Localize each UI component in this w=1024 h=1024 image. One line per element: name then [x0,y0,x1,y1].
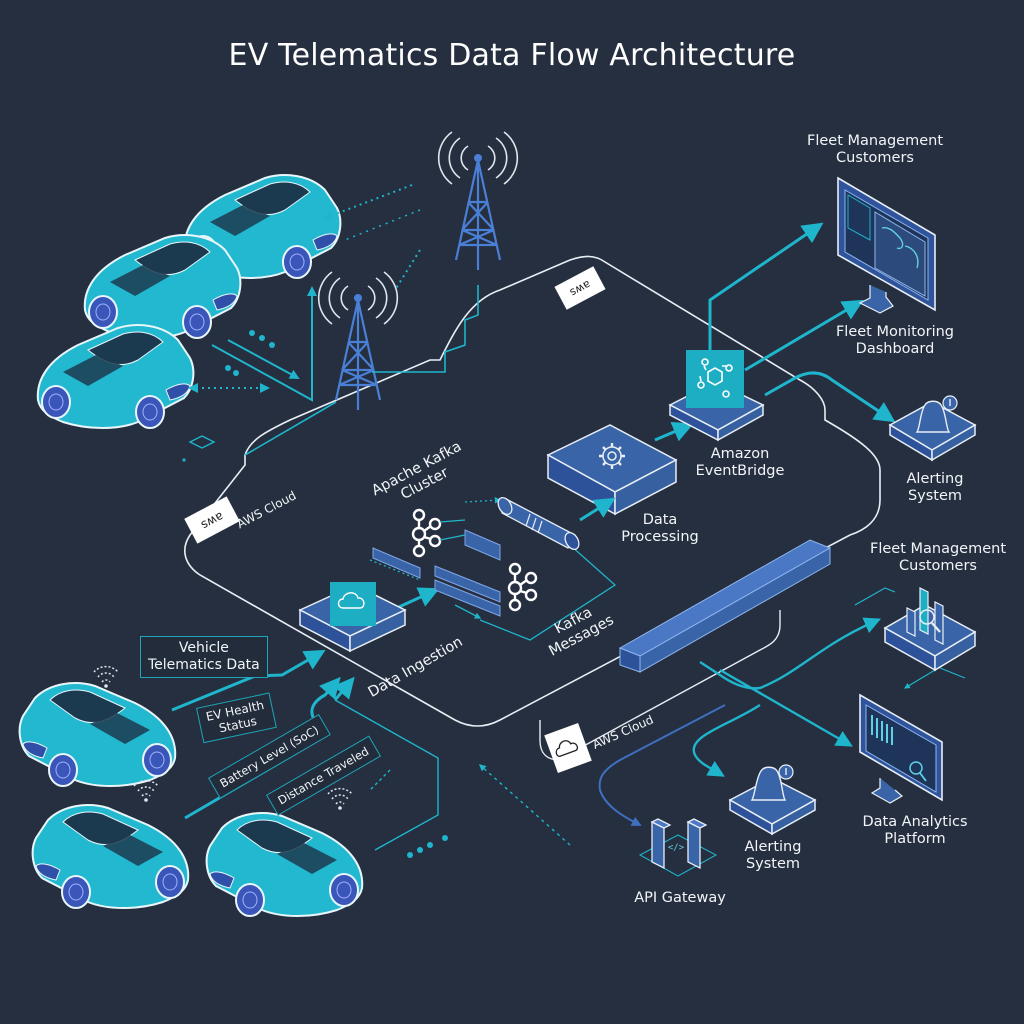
flow-to-api-gateway [598,704,726,826]
fleet-analytics-node[interactable] [883,587,977,672]
cell-tower-icon [317,270,399,412]
kafka-cluster-node[interactable] [369,495,617,641]
gear-icon [599,443,625,469]
cell-tower-icon [437,130,519,272]
fleet-dashboard-monitor[interactable] [837,176,936,314]
eventbridge-icon [686,350,744,408]
label-eventbridge: Amazon EventBridge [695,446,785,479]
aws-logo-badge: aws [184,496,240,544]
vehicle-icon [36,324,195,429]
kafka-icon [411,508,538,612]
vehicle-icon [205,812,364,917]
data-stream-bar [618,539,832,673]
wifi-signal-icon [133,779,159,803]
decorative-plus [182,458,186,462]
data-ingestion-node[interactable] [298,582,407,653]
wifi-signal-icon [327,787,353,811]
label-fleet-dashboard: Fleet Monitoring Dashboard [835,324,955,357]
label-api-gateway: API Gateway [634,890,726,906]
aws-cloud-badge [544,723,592,773]
bell-icon [750,764,794,801]
alerting-system-top-node[interactable] [888,395,977,462]
analytics-bars-icon [906,587,944,645]
label-fleet-customers-top: Fleet Management Customers [806,133,944,166]
kafka-links [369,497,617,641]
lower-links [334,699,571,851]
eventbridge-node[interactable] [668,350,765,442]
decorative-diamond [188,435,216,449]
bar-outputs [692,617,882,777]
eventbridge-outputs [708,222,896,423]
decorative-links [854,587,966,689]
flow-processing-to-eventbridge [654,421,694,442]
label-vehicle-telematics-data: Vehicle Telematics Data [140,636,268,678]
flow-kafka-to-processing [579,497,616,522]
bell-icon [915,395,958,433]
label-alerting-top: Alerting System [906,471,964,504]
vehicle-icon [83,234,242,339]
wifi-signal-icon [93,665,119,689]
code-icon: </> [668,843,685,853]
page-title: EV Telematics Data Flow Architecture [228,38,796,73]
aws-cloud-boundary [184,255,881,727]
label-fleet-customers-mid: Fleet Management Customers [869,541,1007,574]
cloud-ingestion-icon [330,582,376,626]
alerting-system-bottom-node[interactable] [728,764,817,836]
kafka-queue-cylinder [497,496,580,551]
api-gateway-node[interactable]: </> [638,818,718,877]
label-data-analytics: Data Analytics Platform [862,814,968,847]
decorative-dots [225,330,448,858]
vehicle-icon [31,804,190,909]
data-analytics-monitor[interactable] [859,693,943,804]
vehicle-tower-links [188,184,479,456]
aws-logo-badge: aws [554,266,606,310]
label-data-processing: Data Processing [621,512,699,545]
label-alerting-bottom: Alerting System [744,839,802,872]
kafka-topic-tags [372,529,501,617]
vehicle-icon [18,682,177,787]
